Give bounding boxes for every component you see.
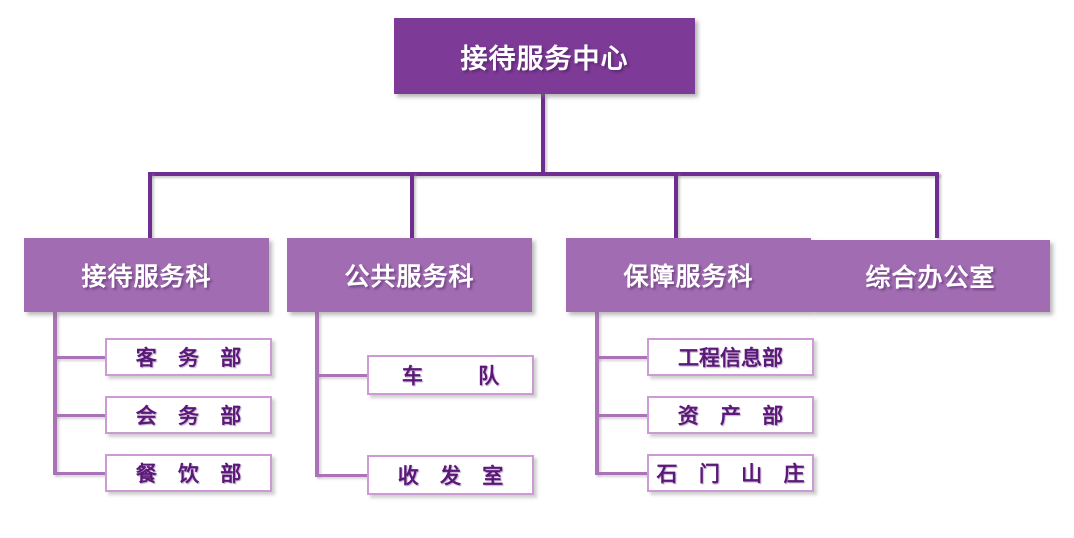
connector-root-stem <box>541 94 545 172</box>
connector-dept2-branch-2 <box>315 474 367 477</box>
org-node-root[interactable]: 接待服务中心 <box>394 18 695 94</box>
org-node-department-public-service[interactable]: 公共服务科 <box>287 238 532 312</box>
connector-drop-dept-4 <box>935 172 939 238</box>
connector-dept3-branch-2 <box>595 414 647 417</box>
connector-dept1-branch-2 <box>53 414 105 417</box>
connector-dept3-branch-3 <box>595 472 647 475</box>
org-node-team-mailroom[interactable]: 收 发 室 <box>367 455 534 495</box>
connector-dept2-branch-1 <box>315 374 367 377</box>
connector-drop-dept-2 <box>410 172 414 238</box>
connector-dept1-branch-1 <box>53 356 105 359</box>
connector-drop-dept-3 <box>674 172 678 238</box>
org-node-department-reception-service[interactable]: 接待服务科 <box>24 238 269 312</box>
org-node-team-shimen-villa[interactable]: 石 门 山 庄 <box>647 454 814 492</box>
connector-dept2-stem <box>315 312 319 476</box>
connector-dept1-branch-3 <box>53 472 105 475</box>
connector-dept3-stem <box>595 312 599 474</box>
connector-drop-dept-1 <box>148 172 152 238</box>
connector-dept1-stem <box>53 312 57 474</box>
org-node-team-assets[interactable]: 资 产 部 <box>647 396 814 434</box>
org-node-team-conference-service[interactable]: 会 务 部 <box>105 396 272 434</box>
org-node-team-engineering-information[interactable]: 工程信息部 <box>647 338 814 376</box>
connector-dept3-branch-1 <box>595 356 647 359</box>
org-node-department-support-service[interactable]: 保障服务科 <box>566 238 811 312</box>
org-node-team-catering[interactable]: 餐 饮 部 <box>105 454 272 492</box>
connector-root-bus <box>148 172 939 176</box>
org-node-team-guest-service[interactable]: 客 务 部 <box>105 338 272 376</box>
org-node-department-general-office[interactable]: 综合办公室 <box>811 240 1050 312</box>
org-node-team-motor-fleet[interactable]: 车 队 <box>367 355 534 395</box>
